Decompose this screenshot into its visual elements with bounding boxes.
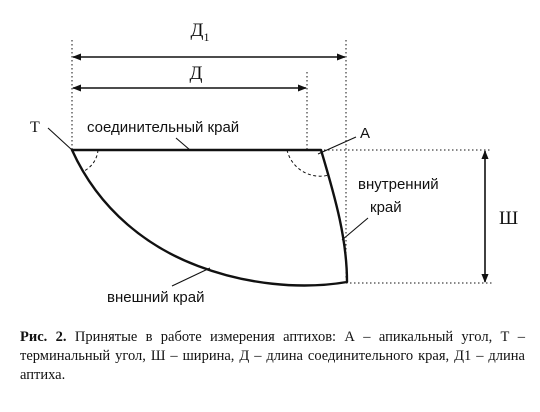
leader-outer-edge (171, 267, 211, 287)
aptychus-outline (70, 148, 349, 287)
figure-caption: Рис. 2. Принятые в работе измерения апти… (20, 328, 525, 385)
leader-inner-edge (341, 217, 369, 241)
terminal-label: Т (30, 119, 40, 136)
joining-edge-label: соединительный край (87, 119, 239, 136)
d-label: Д (190, 63, 203, 84)
apical-label: А (360, 125, 370, 142)
leader-joining-edge (175, 137, 191, 151)
apical-angle-arc (286, 149, 330, 177)
leader-apical (317, 136, 357, 155)
caption-ref: Рис. 2. (20, 329, 67, 345)
d1-subscript: 1 (203, 30, 209, 44)
d1-letter: Д (191, 20, 204, 41)
guide-lines (71, 40, 492, 284)
aptychus-measurement-diagram: Д1 Д соединительный край А Т внутренний … (30, 20, 518, 306)
width-label: Ш (499, 208, 518, 229)
d1-label: Д1 (191, 20, 210, 44)
leader-lines (47, 127, 369, 287)
terminal-angle-arc (83, 149, 99, 172)
outer-edge-label: внешний край (107, 289, 204, 306)
leader-terminal (47, 127, 73, 151)
inner-edge-label-line2: край (370, 199, 402, 216)
inner-edge-label-line1: внутренний (358, 176, 439, 193)
caption-text: Принятые в работе измерения аптихов: А –… (20, 329, 525, 383)
